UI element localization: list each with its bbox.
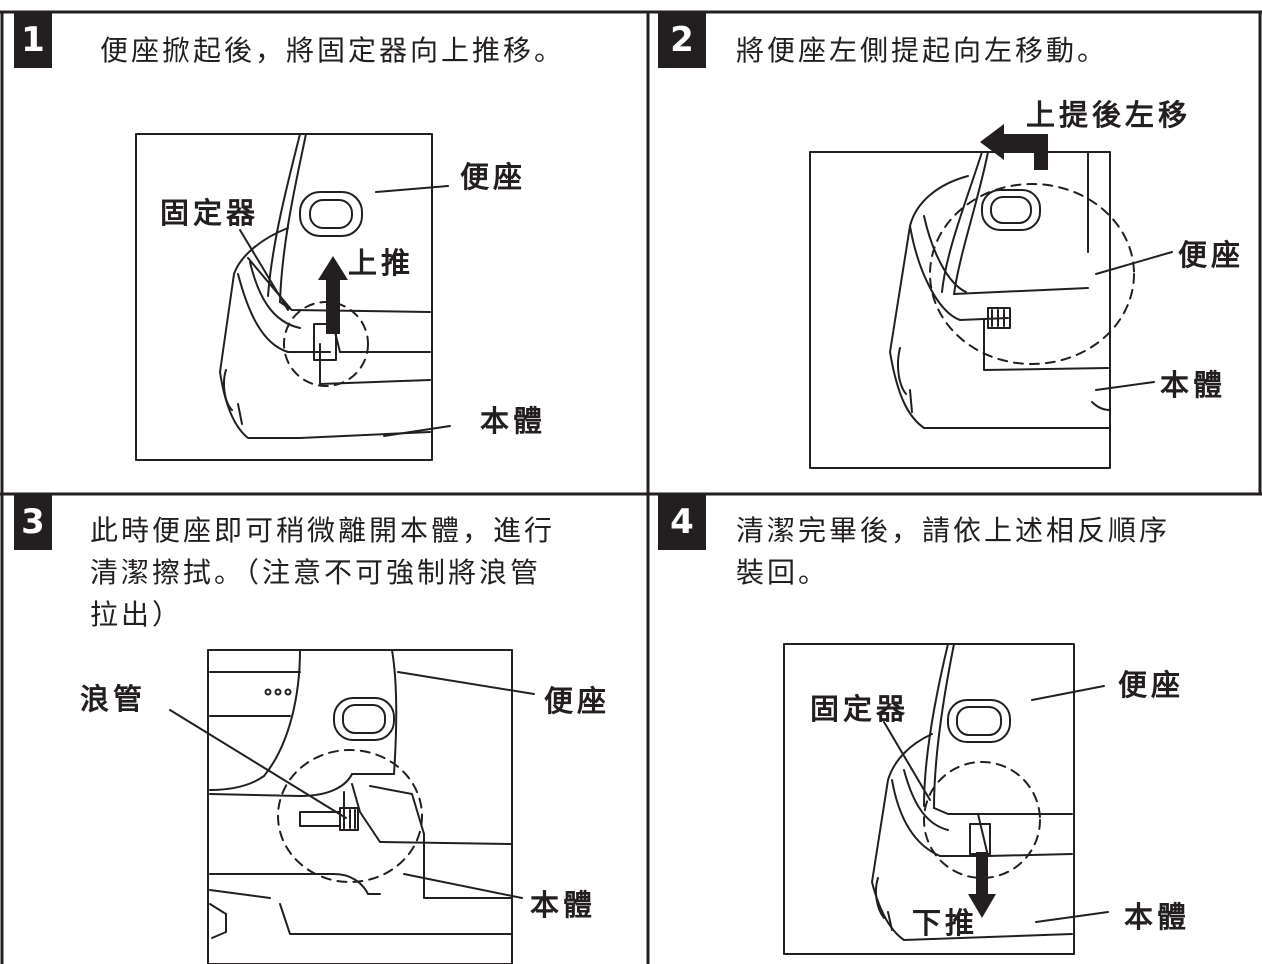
step-3-seat-label: 便座 — [544, 684, 611, 718]
step-2-instruction: 將便座左側提起向左移動。 — [736, 34, 1109, 67]
step-4-illustration — [783, 643, 1109, 955]
step-3-hose-label: 浪管 — [80, 682, 147, 716]
step-4-action-label: 下推 — [912, 906, 979, 940]
step-3-illustration — [169, 649, 535, 964]
step-2-seat-label: 便座 — [1178, 238, 1245, 272]
step-2-body-label: 本體 — [1160, 368, 1227, 402]
step-1-holder-label: 固定器 — [160, 196, 260, 230]
step-1-illustration — [135, 133, 451, 461]
step-4-panel: 4 清潔完畢後，請依上述相反順序 裝回。 固定器 便座 下推 本體 — [648, 494, 1262, 964]
step-4-number: 4 — [658, 494, 706, 550]
step-1-body-label: 本體 — [480, 404, 547, 438]
step-3-body-label: 本體 — [530, 888, 597, 922]
step-3-instruction: 此時便座即可稍微離開本體，進行 清潔擦拭。（注意不可強制將浪管 拉出） — [90, 514, 556, 631]
step-1-action-label: 上推 — [348, 246, 415, 280]
step-2-number: 2 — [658, 12, 706, 68]
step-4-holder-label: 固定器 — [810, 692, 910, 726]
step-4-seat-label: 便座 — [1118, 668, 1185, 702]
step-1-seat-label: 便座 — [460, 160, 527, 194]
step-2-action-label: 上提後左移 — [1026, 98, 1192, 132]
step-3-number: 3 — [14, 494, 52, 550]
step-1-number: 1 — [14, 12, 52, 68]
step-1-instruction: 便座掀起後，將固定器向上推移。 — [100, 34, 566, 67]
step-4-instruction: 清潔完畢後，請依上述相反順序 裝回。 — [736, 514, 1171, 589]
step-1-panel: 1 便座掀起後，將固定器向上推移。 便座 固定器 上推 本體 — [0, 12, 648, 494]
step-2-illustration — [809, 124, 1173, 469]
step-2-panel: 2 將便座左側提起向左移動。 上提後左移 便座 本體 — [648, 12, 1262, 494]
step-3-panel: 3 此時便座即可稍微離開本體，進行 清潔擦拭。（注意不可強制將浪管 拉出） 浪 — [0, 494, 648, 964]
step-4-body-label: 本體 — [1124, 900, 1191, 934]
